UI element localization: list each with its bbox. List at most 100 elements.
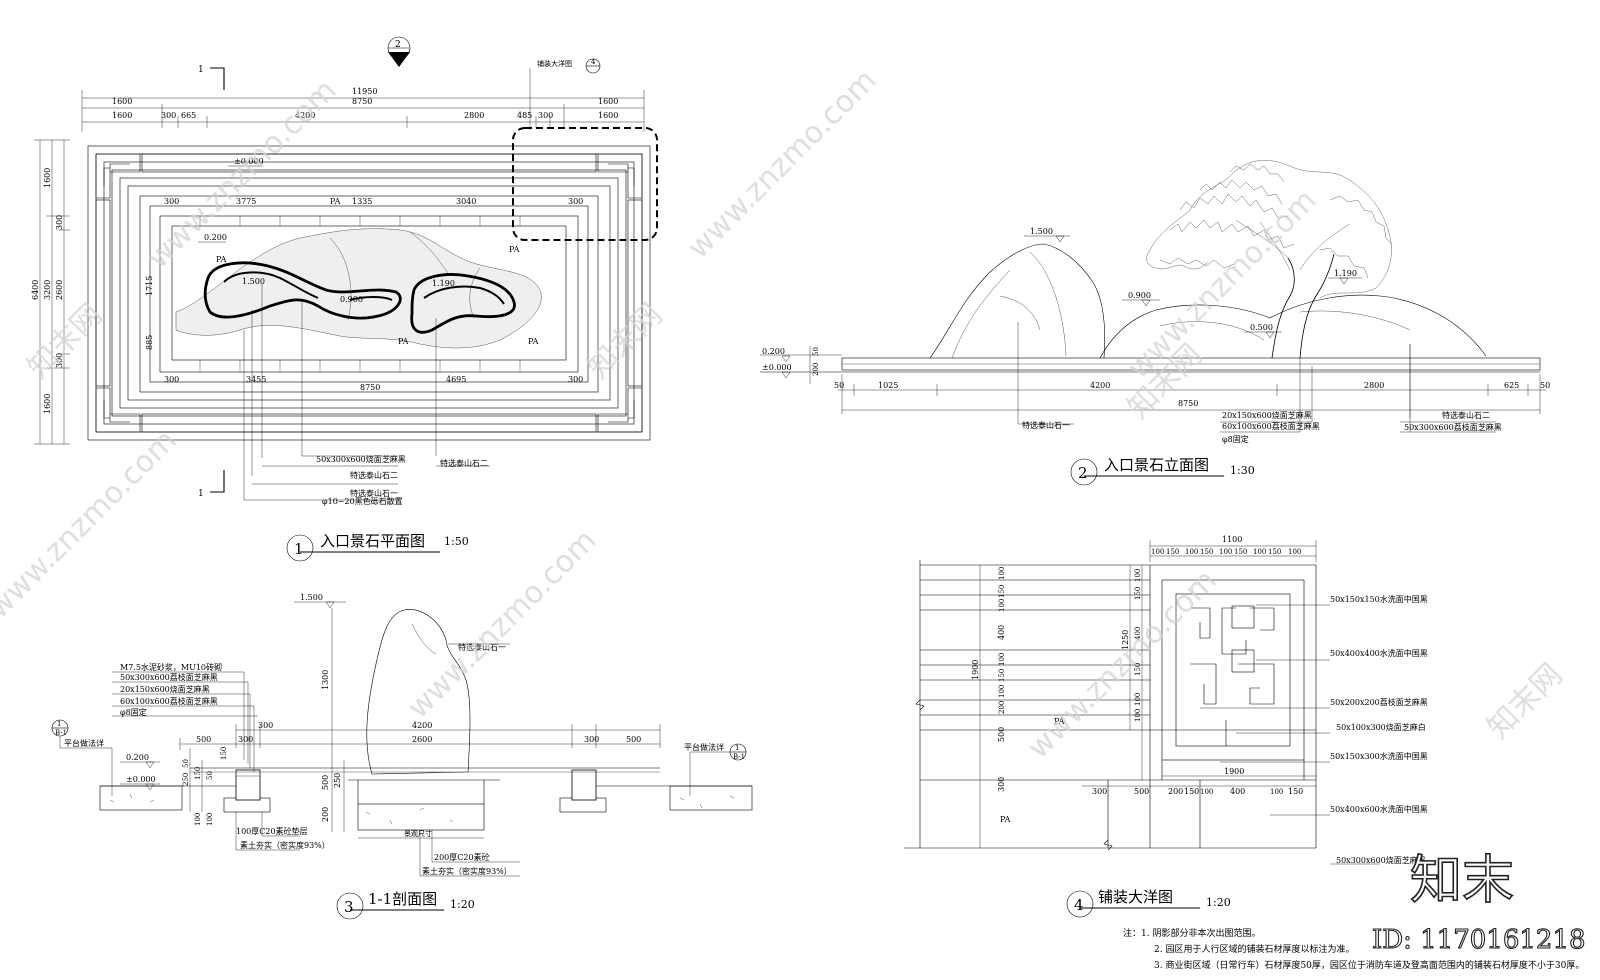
elevation-stone-one [929, 243, 1105, 359]
elevation-index-mark: 2 [387, 36, 411, 67]
dim-label: 1600 [598, 97, 618, 106]
dim-label: 3040 [456, 197, 476, 206]
dim-label: 885 [145, 335, 154, 350]
title-text: 入口景石立面图 [1104, 456, 1209, 474]
dim-label: 8750 [360, 383, 380, 392]
detail-reference: 铺装大洋图 4 [529, 58, 601, 130]
dim-label: 100 [1134, 709, 1142, 722]
dim-label: 150 [998, 585, 1006, 598]
stone-one-inner [349, 296, 393, 301]
paving-code: PA [528, 337, 539, 346]
dim-label: 100 [1219, 548, 1232, 556]
title-text: 1-1剖面图 [368, 890, 437, 908]
note-text: 200厚C20素砼 [434, 852, 490, 862]
watermark-text: www.znzmo.com [1121, 183, 1324, 386]
dim-label: 1250 [1121, 630, 1130, 650]
callout-text: 50x150x300水洗面中国黑 [1330, 751, 1428, 761]
section-ground [99, 767, 753, 831]
dim-label: 300 [1092, 787, 1107, 796]
dim-label: 250 [182, 773, 190, 786]
dim-label: 485 [517, 111, 532, 120]
dim-label: 400 [1230, 787, 1245, 796]
dim-label: 100 [998, 685, 1006, 698]
dim-label: 4200 [412, 721, 432, 730]
dim-label: 1025 [878, 381, 898, 390]
paving-callouts: 50x150x150水洗面中国黑 50x400x400水洗面中国黑 50x200… [1200, 594, 1428, 865]
dim-label: 1600 [112, 111, 132, 120]
dim-label: 150 [1184, 787, 1199, 796]
section-bottom-notes: 100厚C20素砼垫层 素土夯实（密实度93%） 景观尺寸 200厚C20素砼 … [235, 812, 520, 877]
dim-label: 100 [206, 813, 214, 826]
section-mark-bottom: 1 [198, 470, 225, 499]
dim-label: 100 [1288, 548, 1301, 556]
section-top-dims: 4200 2600 300 500 300 500 300 [179, 721, 661, 750]
dim-label: 100 [1134, 693, 1142, 706]
paving-fret-motif [1161, 579, 1305, 780]
dim-label: 500 [626, 735, 641, 744]
level-label: 1.500 [300, 593, 323, 602]
dim-label: 1715 [145, 276, 154, 296]
dim-label: 150 [1268, 548, 1281, 556]
dim-label: 1900 [971, 660, 980, 680]
detail-ref-number: 4 [591, 58, 596, 66]
ref-sheet: B-1 [733, 753, 745, 761]
level-label: 0.200 [204, 233, 227, 242]
section-mark-label: 1 [198, 65, 204, 75]
dim-label: 2800 [1364, 381, 1384, 390]
callout-text: φ8固定 [1222, 434, 1249, 444]
dim-label: 150 [1134, 663, 1142, 676]
dim-label: 150 [1166, 548, 1179, 556]
ref-sheet: B-1 [55, 729, 67, 737]
title-scale: 1:50 [444, 535, 469, 548]
dim-label: 1600 [43, 394, 52, 414]
level-label: 0.200 [762, 347, 785, 356]
dim-label: 50 [812, 347, 820, 356]
dim-label: 300 [164, 375, 179, 384]
dim-label: 8750 [352, 97, 372, 106]
plan-callouts: 50x300x600烧面芝麻黑 特选泰山石二 特选泰山石一 φ10~20黑色砾石… [243, 284, 490, 506]
section-mark-top: 1 [198, 65, 225, 90]
dim-label: 2600 [412, 735, 432, 744]
dim-label: 2600 [55, 280, 64, 300]
paving-code: PA [1054, 717, 1065, 726]
layer-text: φ8固定 [120, 707, 147, 717]
paving-detail-view: 1100 100 150 100 150 100 150 100 150 100… [904, 535, 1428, 918]
title-text: 入口景石平面图 [320, 532, 425, 550]
title-number: 1 [294, 540, 304, 558]
layer-text: 60x100x600荔枝面芝麻黑 [120, 696, 218, 706]
callout-text: 50x300x600烧面芝麻黑 [1336, 855, 1426, 865]
layer-text: 50x300x600荔枝面芝麻黑 [120, 672, 218, 682]
level-label: ±0.000 [762, 363, 792, 372]
dim-label: 100 [998, 599, 1006, 612]
detail-ref-label: 铺装大洋图 [537, 59, 572, 68]
level-label: 0.900 [1128, 291, 1151, 300]
dim-label: 300 [584, 735, 599, 744]
dim-total: 8750 [1178, 399, 1198, 408]
stone-one-outline [203, 261, 402, 320]
callout-text: 特选泰山石二 [440, 458, 488, 468]
callout-text: 60x100x600荔枝面芝麻黑 [1222, 421, 1320, 431]
watermark-brand: 知末网 [1481, 657, 1569, 745]
id-text: ID: 1170161218 [1372, 925, 1586, 955]
dim-label: 100 [1185, 548, 1198, 556]
dim-label: 2800 [464, 111, 484, 120]
dim-label: 100 [194, 813, 202, 826]
paving-code: PA [1000, 815, 1011, 824]
paving-left-dims: 1900 1250 100 150 100 400 100 150 100 20… [971, 565, 1143, 848]
callout-text: 50x400x400水洗面中国黑 [1330, 648, 1428, 658]
note-text: 素土夯实（密实度93%） [422, 866, 512, 876]
elevation-side-dims: 50 200 [809, 346, 820, 384]
elevation-callouts: 特选泰山石一 20x150x600烧面芝麻黑 60x100x600荔枝面芝麻黑 … [1017, 322, 1502, 444]
section-title: 3 1-1剖面图 1:20 [336, 890, 475, 920]
callout-text: 特选泰山石一 [350, 488, 398, 498]
watermark-text: www.znzmo.com [0, 423, 184, 626]
dim-label: 150 [998, 669, 1006, 682]
dim-label: 100 [998, 567, 1006, 580]
note-line: 3. 商业街区域（日常行车）石材厚度50厚，园区位于消防车道及登高面范围内的铺装… [1154, 959, 1584, 971]
level-label: ±0.000 [126, 775, 156, 784]
section-platform-ref-right: 1 B-1 平台做法详 [684, 742, 747, 796]
paving-code: PA [330, 197, 341, 206]
dim-label: 625 [1504, 381, 1519, 390]
dim-label: 1900 [1224, 767, 1244, 776]
